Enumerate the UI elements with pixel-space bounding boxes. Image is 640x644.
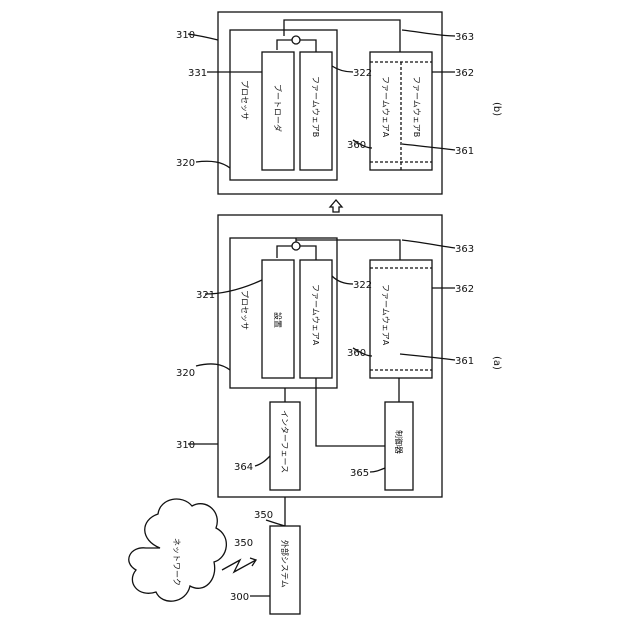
ref-361-a: 361 <box>455 356 474 367</box>
caption-b: (b) <box>491 102 502 116</box>
ref-350-net: 350 <box>234 538 253 549</box>
ref-310-a: 310 <box>176 440 195 451</box>
processor-label-b: プロセッサ <box>240 80 249 120</box>
up-arrow-icon <box>330 200 342 212</box>
ref-322-a: 322 <box>353 280 372 291</box>
interface-label: インターフェース <box>280 410 289 473</box>
network-label: ネットワーク <box>172 538 181 586</box>
external-system-label: 外部システム <box>280 540 290 588</box>
memory-box-a <box>370 260 432 378</box>
ref-322-b: 322 <box>353 68 372 79</box>
firmware-b-label-proc: ファームウェアB <box>311 76 320 137</box>
controller-label: 制御器 <box>394 430 404 454</box>
connection-node-a <box>292 242 300 250</box>
lightning-icon <box>222 560 256 572</box>
bootloader-label: ブートローダ <box>273 84 283 132</box>
ref-350-link: 350 <box>254 510 273 521</box>
ref-362-a: 362 <box>455 284 474 295</box>
ref-320-a: 320 <box>176 368 195 379</box>
firmware-a-label-mem-b: ファームウェアA <box>381 76 390 138</box>
caption-a: (a) <box>491 356 502 370</box>
device-box-b <box>218 12 442 194</box>
ref-360-b: 360 <box>347 140 366 151</box>
ref-300: 300 <box>230 592 249 603</box>
settings-label: 設置 <box>273 312 283 328</box>
ref-364: 364 <box>234 462 253 473</box>
connection-node-b <box>292 36 300 44</box>
firmware-a-label-proc: ファームウェアA <box>311 284 320 346</box>
ref-363-b: 363 <box>455 32 474 43</box>
firmware-b-label-mem-b: ファームウェアB <box>412 76 421 137</box>
ref-365: 365 <box>350 468 369 479</box>
ref-362-b: 362 <box>455 68 474 79</box>
ref-310-b: 310 <box>176 30 195 41</box>
ref-321: 321 <box>196 290 215 301</box>
ref-363-a: 363 <box>455 244 474 255</box>
device-box-a <box>218 215 442 497</box>
firmware-a-label-mem-a: ファームウェアA <box>381 284 390 346</box>
ref-361-b: 361 <box>455 146 474 157</box>
ref-331: 331 <box>188 68 207 79</box>
ref-360-a: 360 <box>347 348 366 359</box>
processor-label-a: プロセッサ <box>240 290 249 330</box>
ref-320-b: 320 <box>176 158 195 169</box>
